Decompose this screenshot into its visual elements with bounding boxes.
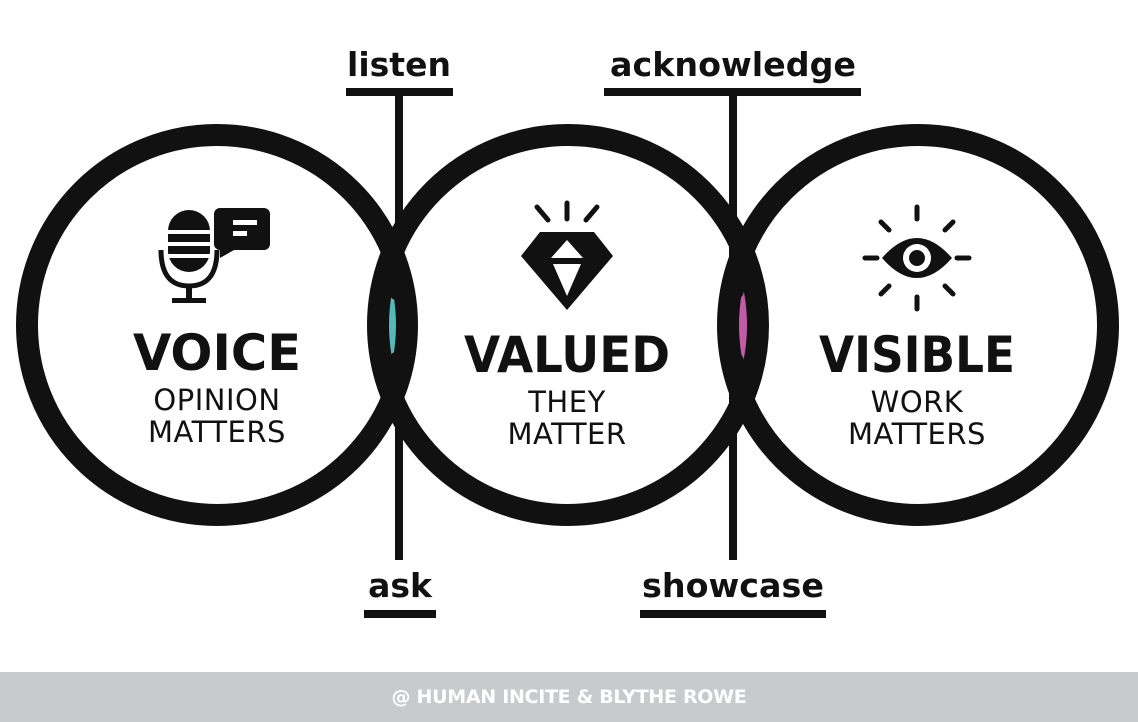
underline-listen xyxy=(346,88,453,96)
connector-dot-top xyxy=(388,279,410,301)
venn-diagram: listen ask acknowledge showcase xyxy=(16,45,1119,618)
label-listen: listen xyxy=(347,45,451,84)
circle-valued xyxy=(367,124,769,526)
circle-voice xyxy=(16,124,418,526)
connector-dot-top xyxy=(722,279,744,301)
label-showcase: showcase xyxy=(642,566,824,605)
underline-acknowledge xyxy=(604,88,861,96)
label-ask: ask xyxy=(368,566,433,605)
title-valued: VALUED xyxy=(464,326,670,384)
subtitle-valued-line1: THEY xyxy=(527,385,606,419)
connector-dot-bottom xyxy=(722,351,744,373)
footer-credit: @ HUMAN INCITE & BLYTHE ROWE xyxy=(0,672,1138,722)
connector-left: listen ask xyxy=(346,45,453,618)
subtitle-voice-line1: OPINION xyxy=(153,383,280,417)
circle-visible xyxy=(717,124,1119,526)
subtitle-visible-line2: MATTERS xyxy=(848,417,986,451)
title-voice: VOICE xyxy=(133,324,301,382)
underline-ask xyxy=(364,610,436,618)
label-acknowledge: acknowledge xyxy=(610,45,856,84)
underline-showcase xyxy=(640,610,826,618)
title-visible: VISIBLE xyxy=(819,326,1015,384)
connector-right: acknowledge showcase xyxy=(604,45,861,618)
diamond-icon xyxy=(521,200,613,310)
eye-icon xyxy=(862,204,972,312)
connector-dot-bottom xyxy=(388,351,410,373)
subtitle-voice-line2: MATTERS xyxy=(148,415,286,449)
subtitle-visible-line1: WORK xyxy=(871,385,964,419)
microphone-speech-bubble-icon xyxy=(158,208,270,303)
subtitle-valued-line2: MATTER xyxy=(508,417,627,451)
